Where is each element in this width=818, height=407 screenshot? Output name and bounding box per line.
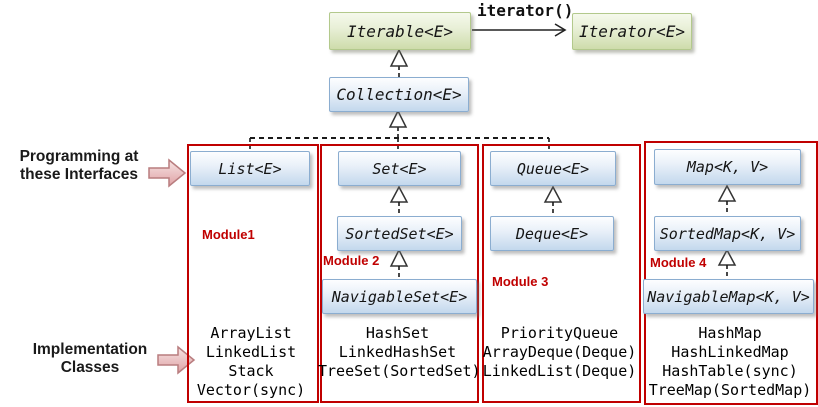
class-hashset: HashSet [365, 324, 430, 342]
class-hashlinkedmap: HashLinkedMap [671, 343, 789, 361]
class-hashtable: HashTable(sync) [662, 362, 798, 380]
deque-label: Deque<E> [515, 224, 589, 243]
list-implementation-classes: ArrayList LinkedList Stack Vector(sync) [187, 324, 315, 400]
programming-at-interfaces-label: Programming at these Interfaces [8, 148, 150, 183]
navigablemap-extends-sortedmap-connector [717, 248, 737, 278]
class-treeset: TreeSet(SortedSet) [318, 362, 481, 380]
sortedmap-interface-box: SortedMap<K, V> [654, 216, 801, 251]
navigablemap-label: NavigableMap<K, V> [647, 287, 810, 306]
sortedmap-label: SortedMap<K, V> [659, 224, 796, 243]
interfaces-extend-collection-connector [249, 109, 550, 151]
module-4-frame [644, 141, 818, 405]
implementation-classes-line2: Classes [60, 358, 120, 376]
implementation-pointer-arrow-icon [157, 345, 196, 375]
class-vector: Vector(sync) [196, 381, 306, 399]
class-linkedhashset: LinkedHashSet [338, 343, 457, 361]
iterator-association-arrow [472, 23, 567, 37]
module-2-label: Module 2 [323, 253, 380, 268]
map-implementation-classes: HashMap HashLinkedMap HashTable(sync) Tr… [644, 324, 816, 400]
deque-extends-queue-connector [543, 185, 563, 216]
set-label: Set<E> [372, 159, 427, 178]
collection-label: Collection<E> [336, 85, 462, 104]
module-1-frame [187, 144, 319, 403]
iterable-interface-box: Iterable<E> [329, 12, 471, 50]
queue-interface-box: Queue<E> [490, 151, 616, 186]
navigableset-interface-box: NavigableSet<E> [322, 279, 477, 314]
queue-implementation-classes: PriorityQueue ArrayDeque(Deque) LinkedLi… [481, 324, 638, 381]
deque-interface-box: Deque<E> [490, 216, 614, 251]
navigableset-extends-sortedset-connector [389, 248, 409, 278]
navigablemap-interface-box: NavigableMap<K, V> [643, 279, 814, 314]
class-hashmap: HashMap [698, 324, 762, 342]
class-linkedlist: LinkedList [205, 343, 297, 361]
iterator-method-label: iterator() [477, 1, 574, 20]
list-label: List<E> [218, 159, 282, 178]
module-2-frame [320, 144, 479, 403]
sortedset-label: SortedSet<E> [345, 224, 454, 243]
set-interface-box: Set<E> [338, 151, 461, 186]
programming-at-interfaces-line2: these Interfaces [19, 165, 139, 183]
sortedset-extends-set-connector [389, 185, 409, 216]
queue-label: Queue<E> [516, 159, 590, 178]
class-arraydeque: ArrayDeque(Deque) [482, 343, 637, 361]
module-3-frame [482, 144, 641, 403]
sortedset-interface-box: SortedSet<E> [337, 216, 462, 251]
class-stack: Stack [228, 362, 274, 380]
programming-at-interfaces-line1: Programming at [19, 148, 139, 165]
module-3-label: Module 3 [492, 274, 549, 289]
set-implementation-classes: HashSet LinkedHashSet TreeSet(SortedSet) [318, 324, 481, 381]
interfaces-pointer-arrow-icon [148, 158, 187, 188]
implementation-classes-line1: Implementation [32, 341, 148, 358]
iterator-label: Iterator<E> [579, 22, 685, 41]
implementation-classes-label: Implementation Classes [20, 341, 160, 376]
iterable-label: Iterable<E> [347, 21, 453, 41]
class-treemap: TreeMap(SortedMap) [648, 381, 812, 399]
iterator-interface-box: Iterator<E> [572, 13, 692, 50]
map-interface-box: Map<K, V> [654, 149, 801, 185]
module-1-label: Module1 [202, 227, 255, 242]
collection-interface-box: Collection<E> [329, 77, 469, 112]
map-label: Map<K, V> [686, 158, 769, 176]
class-priorityqueue: PriorityQueue [500, 324, 619, 342]
navigableset-label: NavigableSet<E> [331, 287, 468, 306]
sortedmap-extends-map-connector [717, 184, 737, 215]
list-interface-box: List<E> [190, 151, 310, 186]
collection-extends-iterable-connector [389, 48, 409, 77]
class-linkedlist-deque: LinkedList(Deque) [482, 362, 637, 380]
class-arraylist: ArrayList [210, 324, 292, 342]
module-4-label: Module 4 [650, 255, 707, 270]
